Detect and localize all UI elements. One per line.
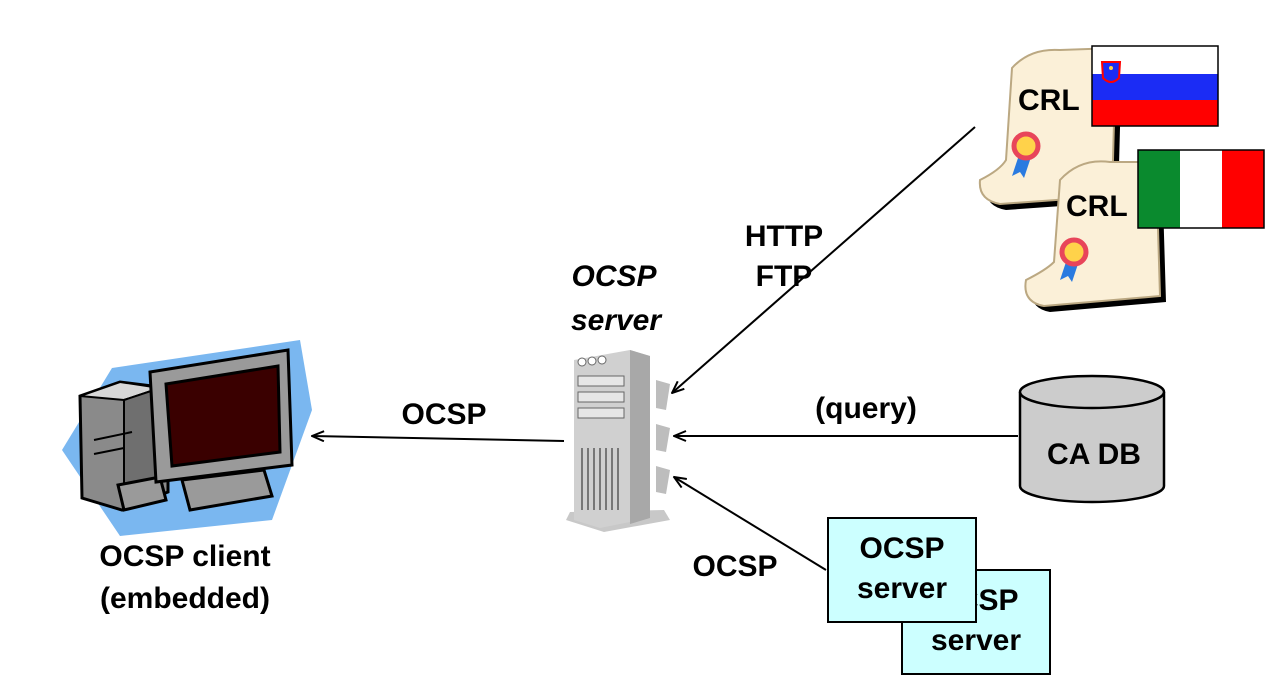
ca-db-icon	[1018, 374, 1166, 504]
ocsp-client-icon	[62, 340, 312, 536]
ca-db-label: CA DB	[1047, 438, 1141, 471]
italy-flag-icon	[1137, 149, 1265, 229]
crl-scroll-italy	[1024, 160, 1166, 312]
server-label-line2: server	[571, 304, 663, 337]
edge-label-ocsp-client: OCSP	[401, 398, 486, 431]
remote-server-back-line2: server	[931, 624, 1021, 657]
edge-label-query: (query)	[815, 392, 917, 425]
slovenia-flag-icon	[1091, 45, 1219, 127]
arrow-server-to-client	[312, 436, 565, 441]
server-label-line1: OCSP	[571, 260, 657, 293]
arrow-crl-to-server	[672, 126, 976, 393]
seal-icon	[1059, 237, 1089, 282]
client-label-line2: (embedded)	[100, 582, 270, 615]
seal-icon	[1011, 131, 1041, 178]
client-label-line1: OCSP client	[99, 540, 270, 573]
remote-ocsp-server-front: OCSP server	[827, 517, 977, 623]
edge-label-http: HTTP	[745, 220, 823, 253]
remote-server-front-line2: server	[857, 572, 947, 605]
edge-label-ocsp-remote: OCSP	[692, 550, 777, 583]
crl-label-italy: CRL	[1066, 190, 1128, 223]
remote-server-front-line1: OCSP	[859, 532, 944, 565]
ocsp-server-icon	[566, 350, 670, 532]
arrow-remote-to-server	[674, 477, 827, 571]
edge-label-ftp: FTP	[756, 260, 813, 293]
crl-label-slovenia: CRL	[1018, 84, 1080, 117]
